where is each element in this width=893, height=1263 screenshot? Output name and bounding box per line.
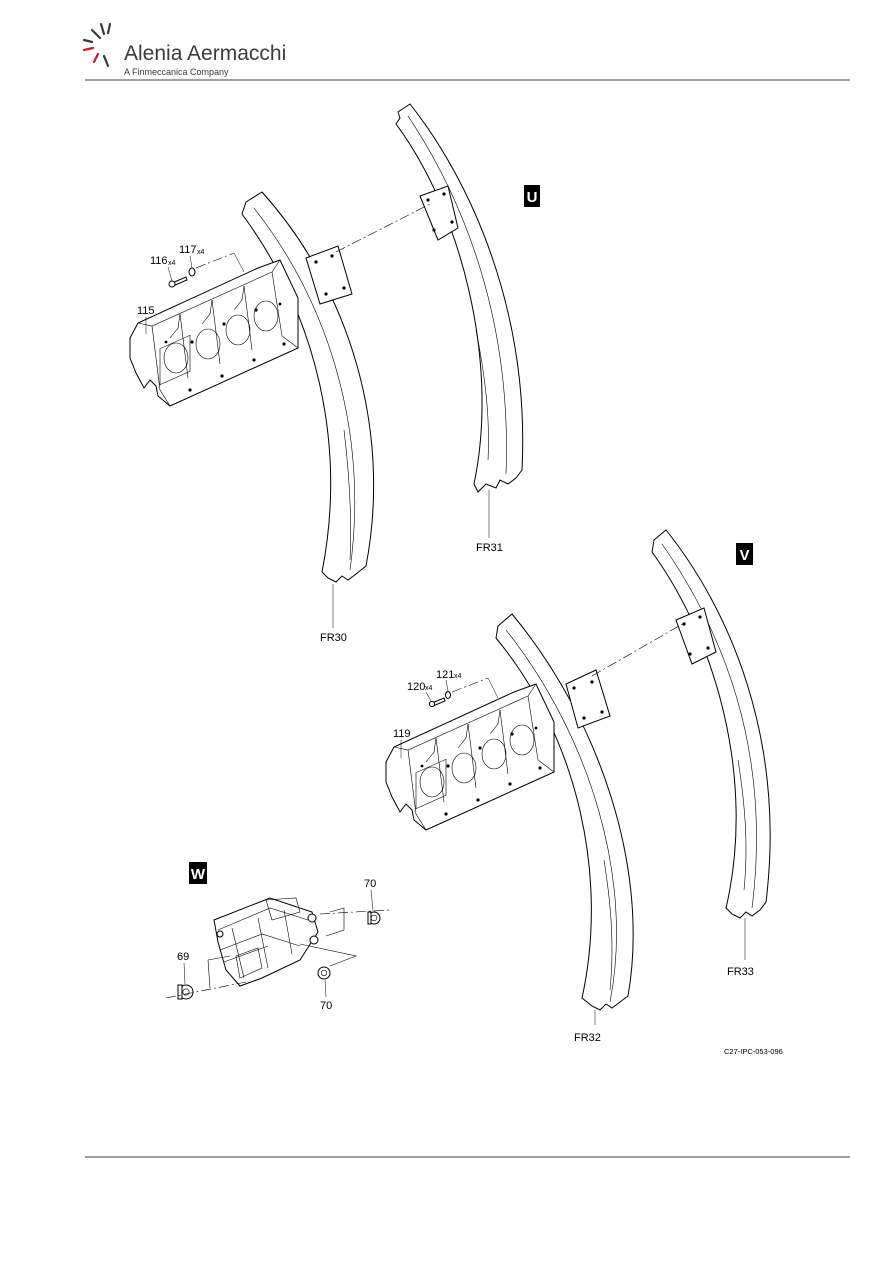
callout-121: 121 — [436, 669, 454, 681]
callout-fr33: FR33 — [727, 966, 754, 978]
logo-wordmark: Alenia Aermacchi — [124, 42, 286, 65]
callout-70-upper: 70 — [364, 878, 376, 890]
bushing-70-upper — [367, 911, 381, 925]
callout-120: 120 — [407, 681, 425, 693]
callout-fr32: FR32 — [574, 1032, 601, 1044]
callout-70-lower: 70 — [320, 1000, 332, 1012]
callout-116-qty: x4 — [168, 260, 176, 267]
bolt-120 — [428, 697, 446, 708]
view-w: W — [165, 862, 391, 1012]
frame-fr31 — [395, 103, 524, 493]
washer-121 — [445, 691, 451, 699]
callout-fr30: FR30 — [320, 632, 347, 644]
bolt-116 — [168, 276, 188, 288]
washer-117 — [188, 267, 196, 277]
rack-tray-115 — [129, 259, 299, 407]
view-u: U 116 x4 117 x4 — [129, 103, 540, 644]
callout-116: 116 — [150, 255, 168, 267]
callout-115: 115 — [137, 305, 155, 317]
logo-tagline: A Finmeccanica Company — [124, 67, 229, 77]
frame-fr33 — [651, 529, 771, 919]
callout-117: 117 — [179, 244, 197, 256]
bushing-69 — [177, 984, 194, 1000]
view-tag-u: U — [527, 189, 538, 206]
view-tag-v: V — [739, 547, 749, 564]
callout-69: 69 — [177, 951, 189, 963]
callout-fr31: FR31 — [476, 542, 503, 554]
view-tag-w: W — [191, 866, 206, 883]
figure-id: C27-IPC-053-096 — [724, 1047, 783, 1056]
company-logo: Alenia Aermacchi A Finmeccanica Company — [82, 22, 286, 77]
callout-119: 119 — [393, 728, 411, 740]
view-tag-u-badge — [524, 185, 540, 207]
view-tag-w-badge — [189, 862, 207, 884]
callout-117-qty: x4 — [197, 249, 205, 256]
callout-120-qty: x4 — [425, 685, 433, 692]
rack-tray-119 — [385, 683, 555, 831]
frame-fr32 — [495, 613, 634, 1011]
callout-121-qty: x4 — [454, 673, 462, 680]
bushing-70-lower — [317, 966, 331, 980]
mount-bracket-assembly — [213, 897, 319, 987]
view-tag-v-badge — [736, 543, 753, 565]
view-v: V 120 x4 121 x4 — [385, 529, 771, 1044]
frame-fr30 — [241, 191, 375, 583]
